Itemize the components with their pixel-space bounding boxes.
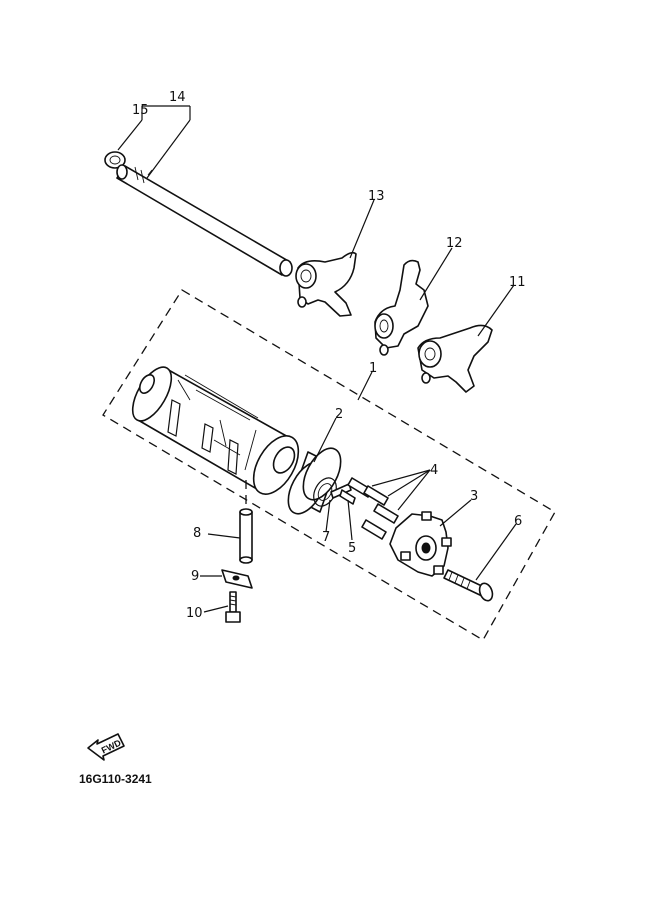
part-shift-fork-11 (417, 324, 493, 393)
callout-7: 7 (322, 530, 330, 545)
callout-1: 1 (369, 361, 377, 376)
callout-11: 11 (509, 275, 526, 290)
part-pins (347, 477, 399, 540)
callout-13: 13 (368, 189, 385, 204)
callout-2: 2 (335, 407, 343, 422)
part-segment (389, 511, 452, 577)
part-circlip (104, 151, 126, 169)
callout-5: 5 (348, 541, 356, 556)
drawing-code: 16G110-3241 (79, 772, 152, 786)
part-shift-fork-12 (374, 259, 429, 356)
part-shaft-8 (239, 508, 253, 564)
callout-4: 4 (430, 463, 438, 478)
part-stopper-plate (221, 569, 253, 589)
callout-14: 14 (169, 90, 186, 105)
part-pin-5 (339, 489, 356, 505)
assembly-boundary (102, 289, 556, 641)
part-shift-drum (131, 366, 300, 495)
callout-10: 10 (186, 606, 203, 621)
part-bolt-6 (443, 569, 494, 602)
part-shift-fork-13 (295, 251, 357, 317)
leader-lines (117, 105, 517, 613)
callout-9: 9 (191, 569, 199, 584)
fwd-arrow-icon: FWD (87, 733, 125, 761)
callout-15: 15 (132, 103, 149, 118)
callout-8: 8 (193, 526, 201, 541)
callout-3: 3 (470, 489, 478, 504)
part-guide-bar (116, 164, 293, 277)
part-screw-10 (225, 591, 241, 623)
callout-6: 6 (514, 514, 522, 529)
part-bearing (287, 447, 342, 515)
callout-12: 12 (446, 236, 463, 251)
